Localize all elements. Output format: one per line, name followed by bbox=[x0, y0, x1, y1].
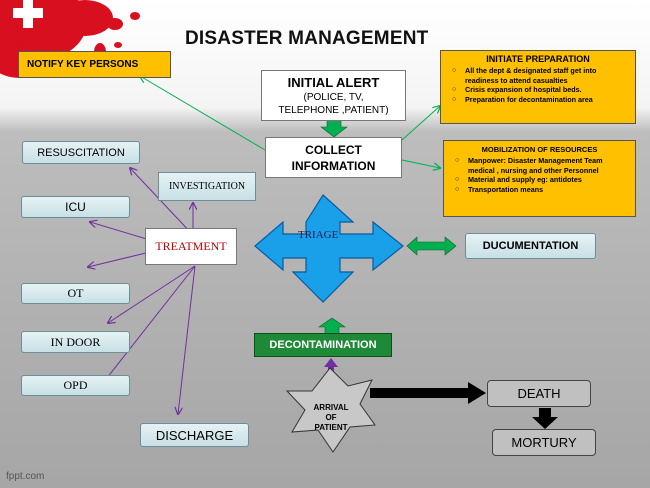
initial-alert-box: INITIAL ALERT (POLICE, TV, TELEPHONE ,PA… bbox=[261, 70, 406, 121]
mobilization-item-3: Transportation means bbox=[455, 185, 631, 195]
discharge-label: DISCHARGE bbox=[155, 427, 234, 443]
triage-label: TRIAGE bbox=[298, 229, 339, 241]
double-arrow-documentation bbox=[406, 236, 457, 256]
arrow-to-opd bbox=[103, 265, 196, 383]
arrow-to-mobilization bbox=[401, 159, 440, 168]
initial-alert-line1: (POLICE, TV, bbox=[303, 92, 364, 103]
mobilization-item-1: Manpower: Disaster Management Team medic… bbox=[455, 156, 631, 175]
arrow-to-ot bbox=[88, 251, 151, 267]
discharge-box: DISCHARGE bbox=[140, 423, 249, 447]
collect-line1: COLLECT bbox=[305, 142, 362, 157]
initiate-item-1: All the dept & designated staff get into… bbox=[452, 66, 631, 85]
documentation-box: DUCUMENTATION bbox=[465, 233, 596, 259]
resuscitation-label: RESUSCITATION bbox=[37, 146, 125, 159]
mortury-label: MORTURY bbox=[511, 435, 577, 450]
opd-box: OPD bbox=[21, 375, 130, 396]
ot-label: OT bbox=[67, 286, 84, 300]
icu-label: ICU bbox=[65, 200, 86, 214]
initiate-item-3: Preparation for decontamination area bbox=[452, 95, 631, 105]
collect-information-box: COLLECT INFORMATION bbox=[265, 137, 402, 178]
indoor-label: IN DOOR bbox=[50, 334, 101, 349]
notify-key-persons-box: NOTIFY KEY PERSONS bbox=[18, 51, 171, 78]
mortury-box: MORTURY bbox=[492, 429, 596, 456]
investigation-label: INVESTIGATION bbox=[168, 181, 246, 192]
opd-label: OPD bbox=[63, 378, 88, 392]
arrival-line2: OF bbox=[325, 413, 337, 422]
arrow-to-discharge bbox=[178, 265, 196, 414]
collect-line2: INFORMATION bbox=[291, 158, 376, 173]
documentation-label: DUCUMENTATION bbox=[482, 240, 579, 252]
arrow-to-death bbox=[370, 382, 486, 404]
arrival-line3: PATIENT bbox=[314, 423, 348, 432]
arrow-up-to-triage bbox=[318, 317, 346, 335]
initial-alert-line2: TELEPHONE ,PATIENT) bbox=[278, 105, 389, 116]
notify-label: NOTIFY KEY PERSONS bbox=[27, 59, 139, 70]
death-box: DEATH bbox=[487, 380, 591, 407]
treatment-label: TREATMENT bbox=[155, 239, 227, 253]
mobilization-box: MOBILIZATION OF RESOURCES Manpower: Disa… bbox=[443, 140, 636, 217]
mobilization-title: MOBILIZATION OF RESOURCES bbox=[481, 145, 598, 154]
arrow-to-notify bbox=[140, 76, 266, 151]
resuscitation-box: RESUSCITATION bbox=[22, 141, 140, 164]
decontamination-box: DECONTAMINATION bbox=[254, 333, 392, 357]
initial-alert-title: INITIAL ALERT bbox=[287, 75, 380, 90]
arrow-to-indoor bbox=[108, 265, 196, 323]
arrow-to-icu bbox=[90, 222, 151, 241]
arrow-to-resuscitation bbox=[130, 168, 194, 236]
icu-box: ICU bbox=[21, 196, 130, 218]
footer-brand: fppt.com bbox=[6, 471, 45, 482]
initiate-title: INITIATE PREPARATION bbox=[486, 54, 590, 64]
ot-box: OT bbox=[21, 283, 130, 304]
treatment-box: TREATMENT bbox=[145, 228, 237, 265]
mobilization-item-2: Material and supply eg: antidotes bbox=[455, 175, 631, 185]
death-label: DEATH bbox=[517, 386, 561, 401]
arrow-to-mortury bbox=[532, 408, 558, 429]
decontamination-label: DECONTAMINATION bbox=[269, 339, 377, 351]
investigation-box: INVESTIGATION bbox=[158, 172, 256, 201]
arrow-to-initiate bbox=[401, 106, 440, 141]
initiate-item-2: Crisis expansion of hospital beds. bbox=[452, 85, 631, 95]
arrival-star bbox=[285, 367, 376, 453]
triage-cross-arrow bbox=[254, 194, 404, 303]
arrival-text: ARRIVAL OF PATIENT bbox=[303, 403, 359, 433]
arrow-down-to-collect bbox=[320, 119, 348, 138]
page-title: DISASTER MANAGEMENT bbox=[185, 28, 429, 49]
initiate-preparation-box: INITIATE PREPARATION All the dept & desi… bbox=[440, 50, 636, 124]
indoor-box: IN DOOR bbox=[21, 331, 130, 353]
arrival-line1: ARRIVAL bbox=[313, 403, 349, 412]
